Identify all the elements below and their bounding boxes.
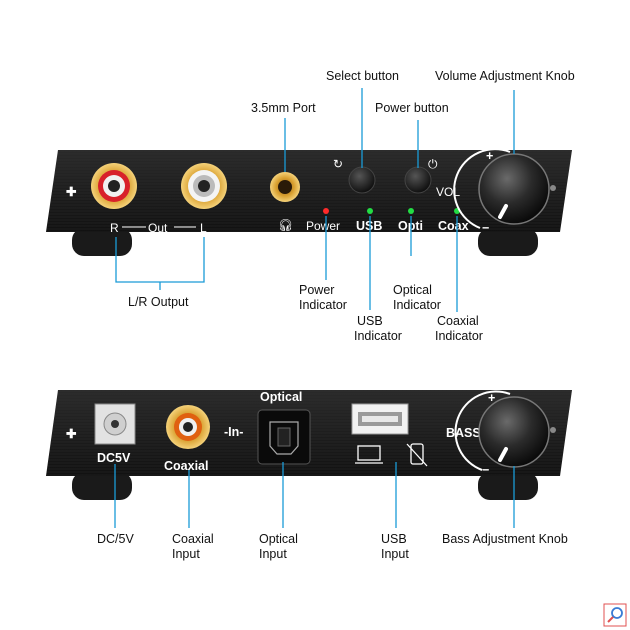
- power-icon: ⏻: [428, 157, 438, 171]
- callout-power-button: Power button: [375, 101, 449, 115]
- bottom-callout-lines: [114, 462, 515, 528]
- screw-icon: ✚: [66, 185, 77, 199]
- callout-coaxial-indicator-1: Coaxial: [437, 314, 479, 328]
- callout-usb-input-1: USB: [381, 532, 407, 546]
- callout-coaxial-input-1: Coaxial: [172, 532, 214, 546]
- label-bass: BASS: [446, 426, 481, 440]
- label-r: R: [110, 221, 119, 235]
- callout-optical-indicator-1: Optical: [393, 283, 432, 297]
- label-l: L: [200, 221, 207, 235]
- rca-jack-right: [91, 163, 137, 209]
- label-coaxial: Coaxial: [164, 459, 208, 473]
- bass-knob[interactable]: [478, 396, 550, 468]
- vol-plus: +: [486, 149, 493, 163]
- callout-coaxial-indicator-2: Indicator: [435, 329, 483, 343]
- volume-knob[interactable]: [478, 153, 550, 225]
- callout-power-indicator-1: Power: [299, 283, 334, 297]
- callout-35mm-port: 3.5mm Port: [251, 101, 316, 115]
- dc-jack: [94, 403, 136, 445]
- label-power: Power: [306, 219, 340, 233]
- rca-jack-left: [181, 163, 227, 209]
- callout-coaxial-input-2: Input: [172, 547, 200, 561]
- led-optical: [408, 208, 414, 214]
- callout-optical-input-1: Optical: [259, 532, 298, 546]
- led-power: [323, 208, 329, 214]
- bottom-device: ✚ DC5V Coaxial -In- Optical: [46, 390, 572, 500]
- foot-right: [478, 228, 538, 256]
- computer-icon: [355, 445, 383, 464]
- callout-optical-indicator-2: Indicator: [393, 298, 441, 312]
- callout-lr-output: L/R Output: [128, 295, 189, 309]
- callout-volume-knob: Volume Adjustment Knob: [435, 69, 575, 83]
- headphone-port: [270, 172, 300, 202]
- callout-dc5v: DC/5V: [97, 532, 134, 546]
- label-dc5v: DC5V: [97, 451, 131, 465]
- label-optical: Optical: [260, 390, 302, 404]
- callout-power-indicator-2: Indicator: [299, 298, 347, 312]
- led-usb: [367, 208, 373, 214]
- usb-port: [351, 403, 409, 435]
- screw-right-icon: [550, 185, 556, 191]
- top-callout-lines: [115, 88, 515, 312]
- callout-bass-knob: Bass Adjustment Knob: [442, 532, 568, 546]
- coaxial-jack: [166, 405, 210, 449]
- callout-usb-indicator-2: Indicator: [354, 329, 402, 343]
- zoom-icon[interactable]: [603, 603, 627, 627]
- label-vol: VOL: [436, 185, 460, 199]
- no-phone-icon: [406, 443, 428, 467]
- headphone-icon: 🎧︎: [278, 218, 293, 232]
- label-in: -In-: [224, 425, 243, 439]
- foot-right: [478, 472, 538, 500]
- label-coax: Coax: [438, 219, 469, 233]
- screw-icon: ✚: [66, 427, 77, 441]
- callout-select-button: Select button: [326, 69, 399, 83]
- optical-port: [257, 409, 311, 465]
- refresh-icon: ↻: [333, 157, 343, 171]
- screw-right-icon: [550, 427, 556, 433]
- callout-usb-input-2: Input: [381, 547, 409, 561]
- callout-optical-input-2: Input: [259, 547, 287, 561]
- foot-left: [72, 472, 132, 500]
- bass-plus: +: [488, 391, 495, 405]
- vol-minus: −: [482, 221, 489, 235]
- callout-usb-indicator-1: USB: [357, 314, 383, 328]
- label-out: Out: [148, 221, 168, 235]
- foot-left: [72, 228, 132, 256]
- top-device: ✚ R Out L 🎧︎ ↻ ⏻: [46, 148, 572, 256]
- bass-minus: −: [482, 463, 489, 477]
- select-button[interactable]: [348, 166, 376, 194]
- label-usb: USB: [356, 219, 382, 233]
